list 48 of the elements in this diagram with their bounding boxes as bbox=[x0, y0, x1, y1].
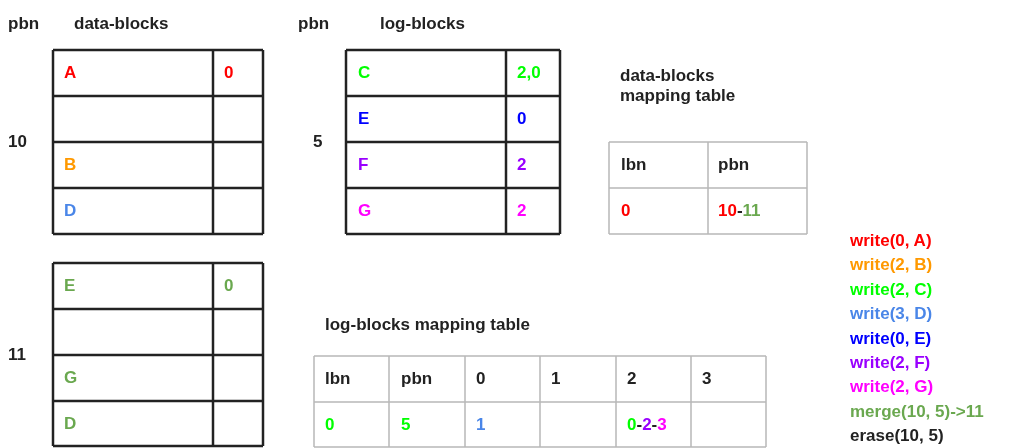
table-title: data-blocks mapping table bbox=[620, 66, 737, 106]
operation-text: write(2, F) bbox=[850, 353, 931, 373]
operation-text: erase(10, 5) bbox=[850, 426, 944, 447]
table-value: 5 bbox=[401, 415, 411, 435]
table-header: 0 bbox=[476, 369, 486, 389]
page-data: A bbox=[64, 63, 77, 83]
table-value: 10-11 bbox=[718, 201, 761, 221]
page-offset: 0 bbox=[224, 63, 234, 83]
column-heading: data-blocks bbox=[74, 14, 169, 34]
table-value: 1 bbox=[476, 415, 486, 435]
column-heading: pbn bbox=[298, 14, 330, 34]
column-heading: pbn bbox=[8, 14, 40, 34]
table-value: 0-2-3 bbox=[627, 415, 667, 435]
page-data: B bbox=[64, 155, 77, 175]
table-header: 2 bbox=[627, 369, 637, 389]
operation-text: write(2, B) bbox=[850, 255, 933, 276]
table-header: 1 bbox=[551, 369, 561, 389]
operation-text: write(0, A) bbox=[850, 231, 932, 251]
page-data: F bbox=[358, 155, 369, 175]
table-header: pbn bbox=[718, 155, 750, 175]
page-offset: 2 bbox=[517, 201, 527, 221]
page-data: G bbox=[64, 368, 78, 388]
block-number: 10 bbox=[8, 132, 27, 152]
page-data: G bbox=[358, 201, 372, 221]
column-heading: log-blocks bbox=[380, 14, 465, 34]
operation-text: write(2, C) bbox=[850, 279, 933, 300]
page-data: E bbox=[358, 109, 370, 129]
table-header: lbn bbox=[621, 155, 647, 175]
table-title: log-blocks mapping table bbox=[325, 315, 530, 335]
table-value: 0 bbox=[325, 415, 335, 435]
operation-text: write(2, G) bbox=[850, 377, 934, 398]
table-header: pbn bbox=[401, 369, 433, 389]
page-offset: 0 bbox=[224, 276, 234, 296]
block-number: 11 bbox=[8, 345, 26, 365]
page-data: E bbox=[64, 276, 76, 296]
page-offset: 0 bbox=[517, 109, 527, 129]
operation-text: write(0, E) bbox=[850, 328, 932, 349]
operation-text: write(3, D) bbox=[850, 304, 933, 325]
block-number: 5 bbox=[313, 132, 323, 152]
page-data: C bbox=[358, 63, 371, 83]
table-header: 3 bbox=[702, 369, 712, 389]
table-header: lbn bbox=[325, 369, 351, 389]
page-data: D bbox=[64, 201, 77, 221]
page-offset: 2 bbox=[517, 155, 527, 175]
table-value: 0 bbox=[621, 201, 631, 221]
page-offset: 2,0 bbox=[517, 63, 541, 83]
operation-text: merge(10, 5)->11 bbox=[850, 401, 984, 422]
page-data: D bbox=[64, 414, 77, 434]
